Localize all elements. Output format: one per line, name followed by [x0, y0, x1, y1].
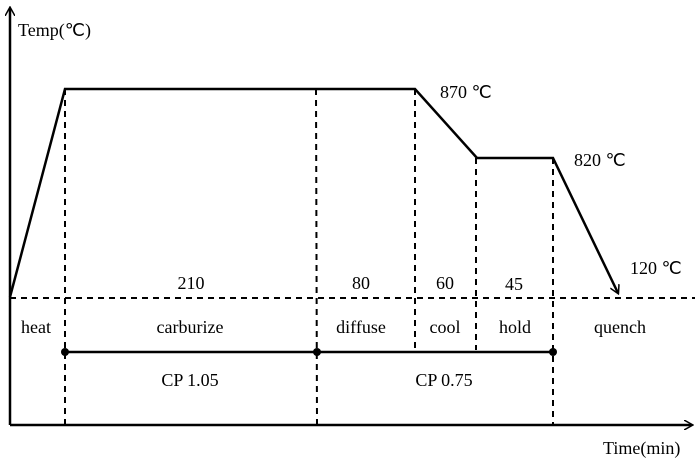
cp-first: CP 1.05: [161, 370, 218, 390]
duration-diffuse: 80: [352, 273, 370, 293]
stage-carburize: carburize: [157, 317, 224, 337]
cp-second: CP 0.75: [415, 370, 472, 390]
temp-870: 870 ℃: [440, 82, 492, 102]
divider-carburize-diffuse: [315, 88, 318, 426]
y-axis-label: Temp(℃): [18, 20, 91, 41]
stage-diffuse: diffuse: [336, 317, 386, 337]
duration-hold: 45: [505, 274, 523, 294]
temp-120: 120 ℃: [630, 258, 682, 278]
cp-dot: [61, 348, 69, 356]
x-axis-label: Time(min): [603, 438, 680, 459]
stage-heat: heat: [21, 317, 51, 337]
cp-dot: [549, 348, 557, 356]
cp-dot: [313, 348, 321, 356]
duration-carburize: 210: [178, 273, 205, 293]
stage-quench: quench: [594, 317, 646, 337]
temp-820: 820 ℃: [574, 150, 626, 170]
temperature-profile: [8, 87, 618, 298]
stage-hold: hold: [499, 317, 531, 337]
stage-cool: cool: [430, 317, 461, 337]
duration-cool: 60: [436, 273, 454, 293]
